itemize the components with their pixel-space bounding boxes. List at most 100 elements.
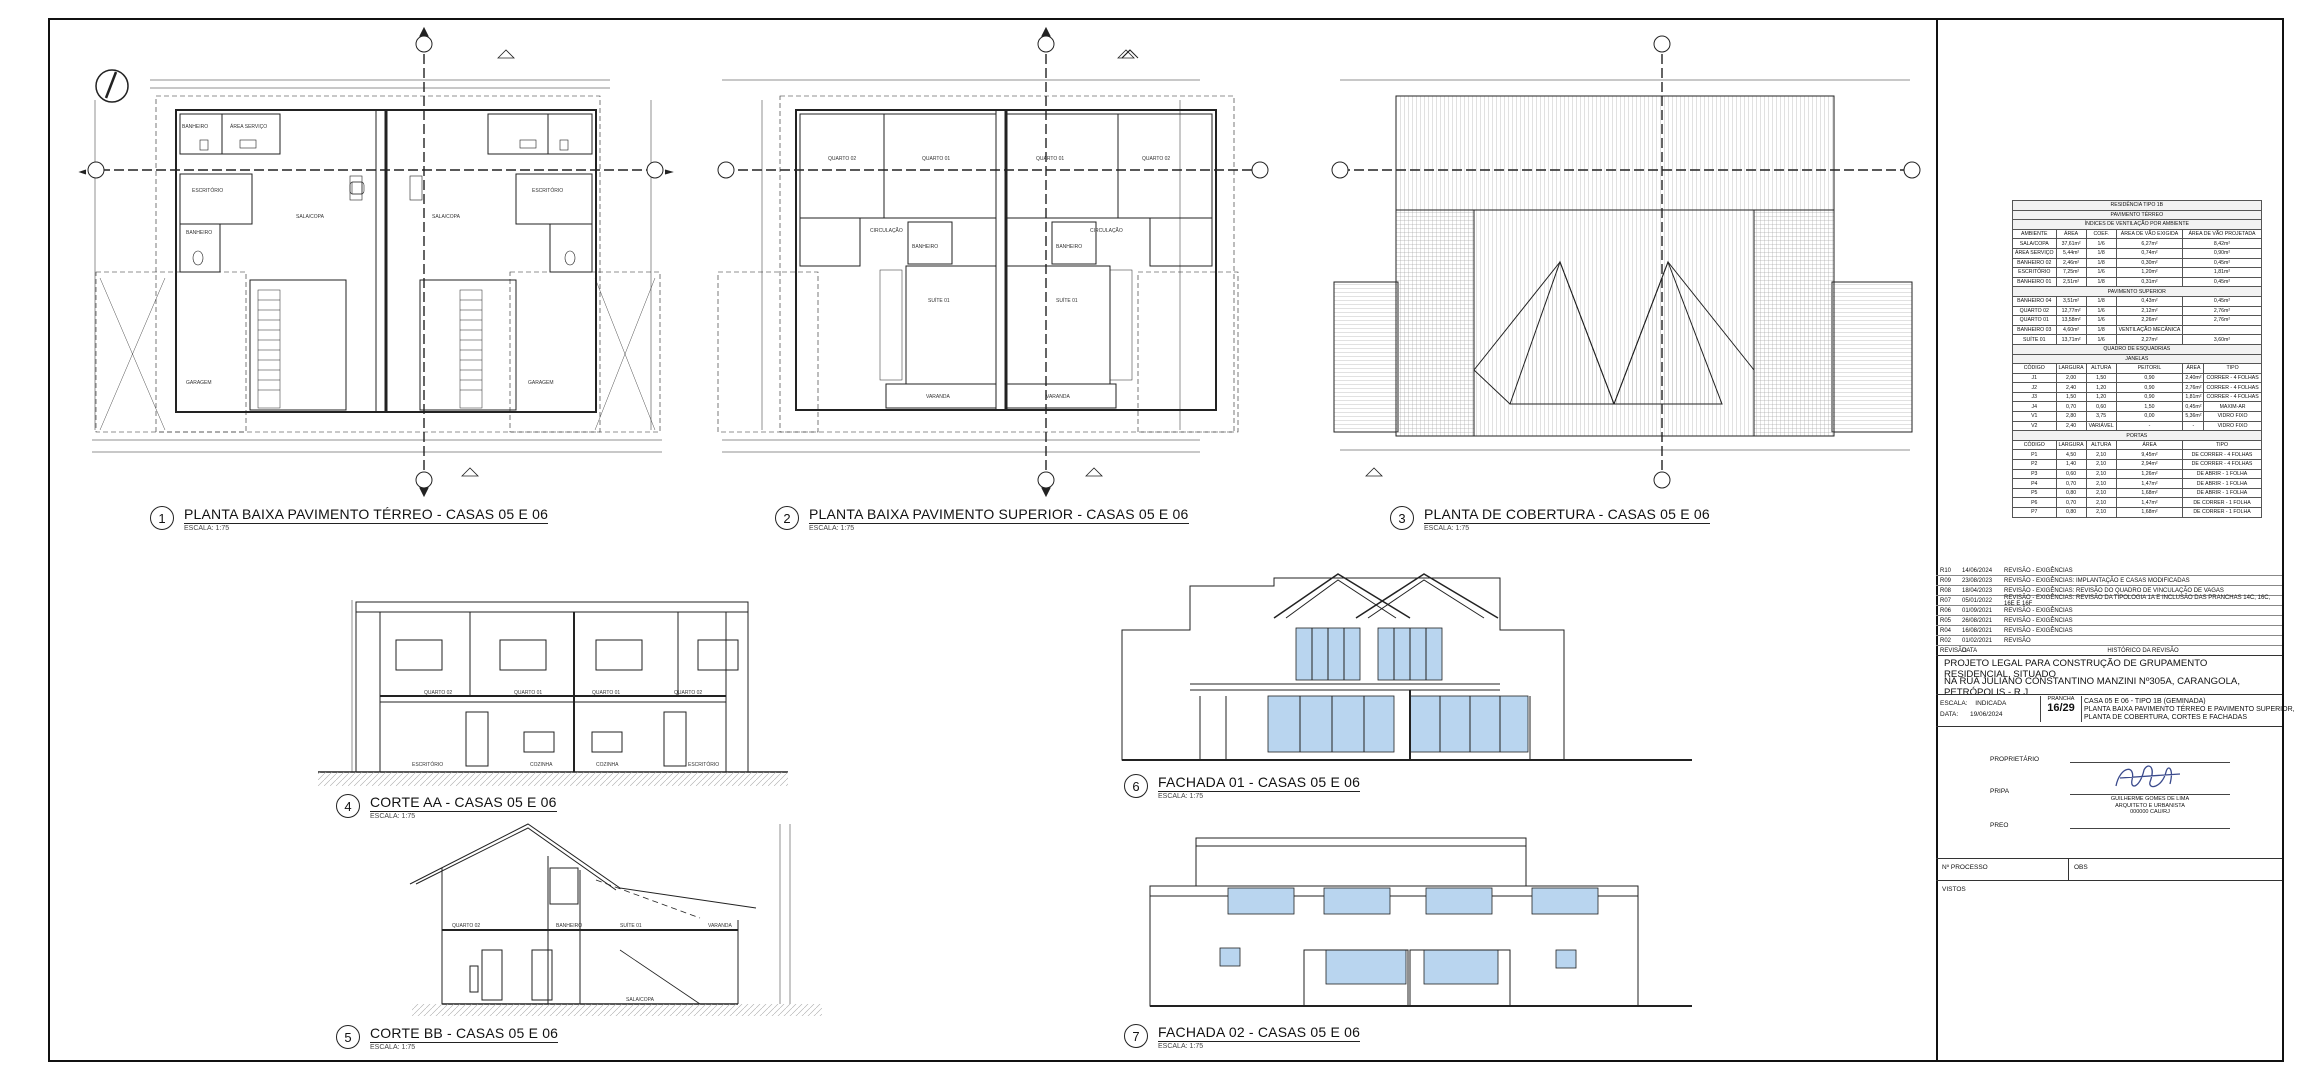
svg-text:ESCRITÓRIO: ESCRITÓRIO (688, 761, 719, 768)
drawing-title-6: 6 FACHADA 01 - CASAS 05 E 06 ESCALA: 1:7… (1124, 774, 1361, 800)
facade-02-drawing (1149, 837, 1692, 1007)
roof-plan (1121, 35, 1921, 489)
revision-cell: 23/08/2023 (1962, 577, 1993, 584)
table-cell: 12,77m² (2055, 305, 2087, 317)
drawing-title-2: 2 PLANTA BAIXA PAVIMENTO SUPERIOR - CASA… (775, 506, 1189, 532)
sheet-value: 16/29 (2047, 702, 2075, 714)
table-cell: SUÍTE 01 (2012, 334, 2057, 345)
room-label: QUARTO 01 (922, 156, 950, 162)
drawing-scale: ESCALA: 1:75 (1158, 793, 1204, 800)
table-cell: 0,80 (2055, 487, 2087, 499)
table-cell: CÓDIGO (2012, 363, 2057, 374)
table-cell: SALA/COPA (2012, 238, 2057, 249)
drawing-sheet-border (48, 18, 2284, 1062)
table-cell (2182, 324, 2262, 336)
table-cell: VIDRO FIXO (2203, 420, 2262, 432)
divider-vertical (2068, 858, 2069, 880)
table-cell: 2,51m² (2055, 276, 2087, 288)
table-cell: 1,20m² (2115, 267, 2184, 278)
table-cell: LARGURA (2055, 439, 2087, 451)
drawing-number: 7 (1124, 1024, 1148, 1048)
sheet-description: CASA 05 E 06 - TIPO 1B (GEMINADA) PLANTA… (2084, 698, 2295, 722)
table-cell: 0,60 (2055, 468, 2087, 480)
table-cell: 2,27m² (2115, 334, 2184, 345)
drawing-title: PLANTA BAIXA PAVIMENTO TÉRREO - CASAS 05… (184, 506, 549, 524)
pripa-signature-line (2070, 794, 2230, 795)
table-cell: ÁREA DE VÃO PROJETADA (2182, 228, 2262, 240)
table-cell: VARIÁVEL (2085, 420, 2117, 432)
drawing-title: CORTE AA - CASAS 05 E 06 (370, 794, 557, 812)
table-cell: 7,25m² (2055, 267, 2087, 278)
table-subheading-text: ÍNDICES DE VENTILAÇÃO POR AMBIENTE (2012, 219, 2262, 230)
architect-name: GUILHERME GOMES DE LIMA (2110, 796, 2190, 802)
drawing-title-1: 1 PLANTA BAIXA PAVIMENTO TÉRREO - CASAS … (150, 506, 549, 532)
table-cell: 0,45m² (2182, 295, 2262, 307)
table-cell: TIPO (2182, 439, 2262, 451)
table-cell: DE CORRER - 1 FOLHA (2182, 497, 2262, 508)
svg-text:QUARTO 02: QUARTO 02 (452, 923, 480, 929)
drawing-title-5: 5 CORTE BB - CASAS 05 E 06 ESCALA: 1:75 (336, 1025, 559, 1051)
table-cell: 0,31m² (2115, 276, 2184, 288)
table-cell: 4,50 (2055, 449, 2087, 461)
drawings-canvas: BANHEIRO ÁREA SERVIÇO ESCRITÓRIO SALA/CO… (78, 26, 1921, 1016)
table-cell: 1,47m² (2115, 478, 2184, 489)
drawing-number: 4 (336, 794, 360, 818)
revision-cell: R05 (1940, 617, 1952, 624)
table-cell: 37,61m² (2055, 238, 2087, 249)
table-cell: ESCRITÓRIO (2012, 267, 2057, 278)
table-cell: 2,80 (2055, 411, 2087, 422)
drawing-scale: ESCALA: 1:75 (1424, 525, 1470, 532)
table-section-heading: PAVIMENTO TÉRREO (2012, 209, 2262, 221)
drawing-scale: ESCALA: 1:75 (1158, 1043, 1204, 1050)
svg-text:SUÍTE 01: SUÍTE 01 (620, 922, 642, 929)
svg-text:VARANDA: VARANDA (708, 923, 732, 929)
table-cell: 1/8 (2085, 247, 2117, 259)
table-cell: 0,90 (2115, 372, 2184, 384)
table-subheading-text: PORTAS (2012, 430, 2262, 441)
room-label: QUARTO 01 (1036, 156, 1064, 162)
table-subheading: ÍNDICES DE VENTILAÇÃO POR AMBIENTE (2012, 219, 2262, 230)
revision-cell: 01/09/2021 (1962, 607, 1993, 614)
table-cell: 5,44m² (2055, 247, 2087, 259)
table-cell: 1/8 (2085, 295, 2117, 307)
table-subheading: JANELAS (2012, 353, 2262, 365)
table-section-heading-text: PAVIMENTO SUPERIOR (2012, 286, 2262, 297)
owner-signature-line (2070, 762, 2230, 763)
room-label: ÁREA SERVIÇO (230, 123, 267, 130)
sheet-desc-1: CASA 05 E 06 - TIPO 1B (GEMINADA) (2084, 698, 2206, 705)
sheet-info: ESCALA: INDICADA DATA: 19/06/2024 (1940, 698, 2006, 720)
svg-text:SALA/COPA: SALA/COPA (626, 997, 655, 1003)
date-value: 19/06/2024 (1970, 711, 2003, 718)
table-cell: BANHEIRO 02 (2012, 257, 2057, 269)
table-cell: 0,70 (2055, 478, 2087, 489)
table-cell: CORRER - 4 FOLHAS (2203, 372, 2262, 384)
architect-info: GUILHERME GOMES DE LIMA ARQUITETO E URBA… (2090, 796, 2210, 816)
table-cell: 3,60m² (2182, 334, 2262, 345)
table-subheading: PORTAS (2012, 430, 2262, 441)
table-cell: 1,50 (2085, 372, 2117, 384)
svg-text:QUARTO 02: QUARTO 02 (674, 690, 702, 696)
table-cell: 2,00 (2055, 372, 2087, 384)
table-cell: 4,60m² (2055, 324, 2087, 336)
table-cell: DE ABRIR - 1 FOLHA (2182, 468, 2262, 480)
table-cell: 13,58m² (2055, 315, 2087, 326)
project-line-1: PROJETO LEGAL PARA CONSTRUÇÃO DE GRUPAME… (1944, 658, 2208, 680)
table-cell: P4 (2012, 478, 2057, 489)
table-cell: 0,90 (2115, 382, 2184, 393)
revision-cell: R09 (1940, 577, 1952, 584)
table-cell: J2 (2012, 382, 2057, 393)
table-cell: QUARTO 02 (2012, 305, 2057, 317)
table-cell: 2,40 (2055, 382, 2087, 393)
table-cell: CORRER - 4 FOLHAS (2203, 391, 2262, 403)
